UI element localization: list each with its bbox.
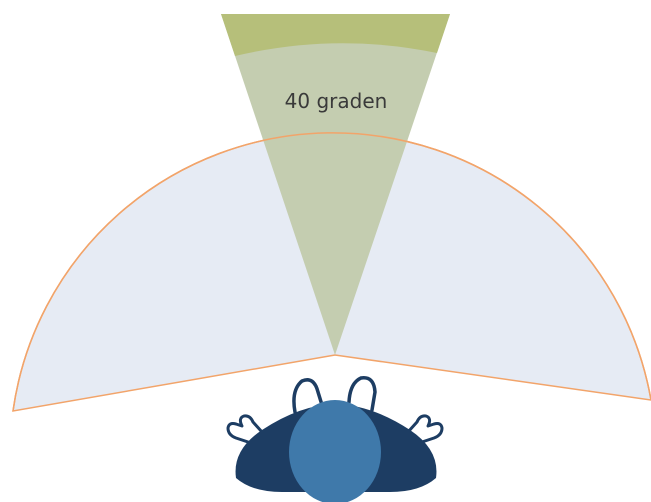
head: [289, 400, 381, 502]
angle-label: 40 graden: [285, 89, 388, 113]
person-top-view: [228, 378, 442, 502]
